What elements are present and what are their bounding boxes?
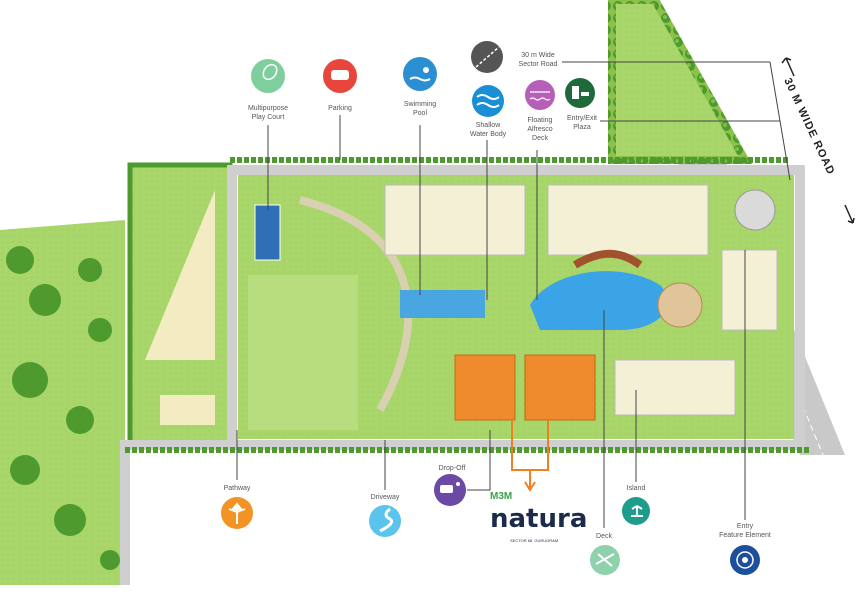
internal-driveway xyxy=(299,196,413,412)
legend-swimming-pool[interactable]: Swimming Pool xyxy=(403,57,437,117)
svg-text:Swimming: Swimming xyxy=(404,101,436,108)
legend-deck[interactable]: Deck xyxy=(590,533,620,575)
driveway-icon xyxy=(369,505,401,537)
arrow-north-icon xyxy=(781,57,795,77)
amphitheatre xyxy=(657,282,703,328)
highlighted-towers xyxy=(454,354,596,421)
floating-deck-icon xyxy=(525,80,555,110)
svg-text:Feature Element: Feature Element xyxy=(719,532,771,539)
road-label: 30 M WIDE ROAD xyxy=(781,76,837,177)
left-park xyxy=(0,220,125,585)
primary-school-site xyxy=(145,190,215,360)
svg-text:Drop-Off: Drop-Off xyxy=(439,465,466,472)
svg-text:Deck: Deck xyxy=(596,533,612,540)
svg-text:Driveway: Driveway xyxy=(371,494,400,501)
legend-parking[interactable]: Parking xyxy=(323,59,357,112)
legend-drop-off[interactable]: Drop-Off xyxy=(434,465,466,506)
road-icon xyxy=(471,41,503,73)
legend-island[interactable]: Island xyxy=(622,485,650,525)
svg-text:Sector Road: Sector Road xyxy=(519,61,558,68)
arrow-south-icon xyxy=(844,204,855,224)
nursery-school-site xyxy=(160,395,215,425)
legend-floating-deck[interactable]: Floating Alfresco Deck xyxy=(525,80,555,142)
play-court-area xyxy=(254,204,281,261)
svg-text:Play Court: Play Court xyxy=(252,114,285,121)
top-right-park xyxy=(608,0,752,164)
legend-entry-feature[interactable]: Entry Feature Element xyxy=(719,523,771,575)
svg-text:Pathway: Pathway xyxy=(224,485,251,492)
svg-text:Island: Island xyxy=(627,485,646,492)
legend-driveway[interactable]: Driveway xyxy=(369,494,401,537)
svg-text:Shallow: Shallow xyxy=(476,122,501,129)
central-lawn xyxy=(248,275,358,430)
legend-shallow-water[interactable]: Shallow Water Body xyxy=(470,85,507,138)
m3m-natura-logo: M3M natura SECTOR 68, GURUGRAM xyxy=(490,491,587,543)
tennis-racket-icon xyxy=(251,59,285,93)
residential-towers-north xyxy=(384,184,778,416)
svg-text:Alfresco: Alfresco xyxy=(527,126,552,133)
svg-text:30 m Wide: 30 m Wide xyxy=(521,52,555,59)
svg-text:natura: natura xyxy=(490,504,587,534)
gate-icon xyxy=(565,78,595,108)
svg-text:M3M: M3M xyxy=(490,491,512,502)
svg-text:Deck: Deck xyxy=(532,135,548,142)
leader-lines xyxy=(236,61,791,528)
svg-text:SECTOR 68, GURUGRAM: SECTOR 68, GURUGRAM xyxy=(510,538,558,543)
svg-text:Parking: Parking xyxy=(328,105,352,112)
swimmer-icon xyxy=(403,57,437,91)
legend-sector-road[interactable]: 30 m Wide Sector Road xyxy=(471,41,558,73)
shallow-water-body xyxy=(400,290,485,318)
legend-play-court[interactable]: Multipurpose Play Court xyxy=(248,59,288,121)
perimeter-road xyxy=(120,165,805,585)
deck-area xyxy=(572,249,643,269)
svg-text:Plaza: Plaza xyxy=(573,124,591,131)
entry-roundabout xyxy=(734,189,776,231)
orange-pointer-arrow xyxy=(511,420,549,492)
legend-entry-exit[interactable]: Entry/Exit Plaza xyxy=(565,78,597,131)
left-park-trees xyxy=(6,246,120,570)
svg-text:Pool: Pool xyxy=(413,110,427,117)
svg-text:Floating: Floating xyxy=(528,117,553,124)
svg-text:Water Body: Water Body xyxy=(470,131,507,138)
svg-text:Entry/Exit: Entry/Exit xyxy=(567,115,597,122)
svg-text:Multipurpose: Multipurpose xyxy=(248,105,288,112)
svg-text:Entry: Entry xyxy=(737,523,754,530)
boundary-hedge xyxy=(125,157,810,453)
swimming-pool-area xyxy=(530,271,668,330)
waves-icon xyxy=(472,85,504,117)
legend-pathway[interactable]: Pathway xyxy=(221,485,253,529)
